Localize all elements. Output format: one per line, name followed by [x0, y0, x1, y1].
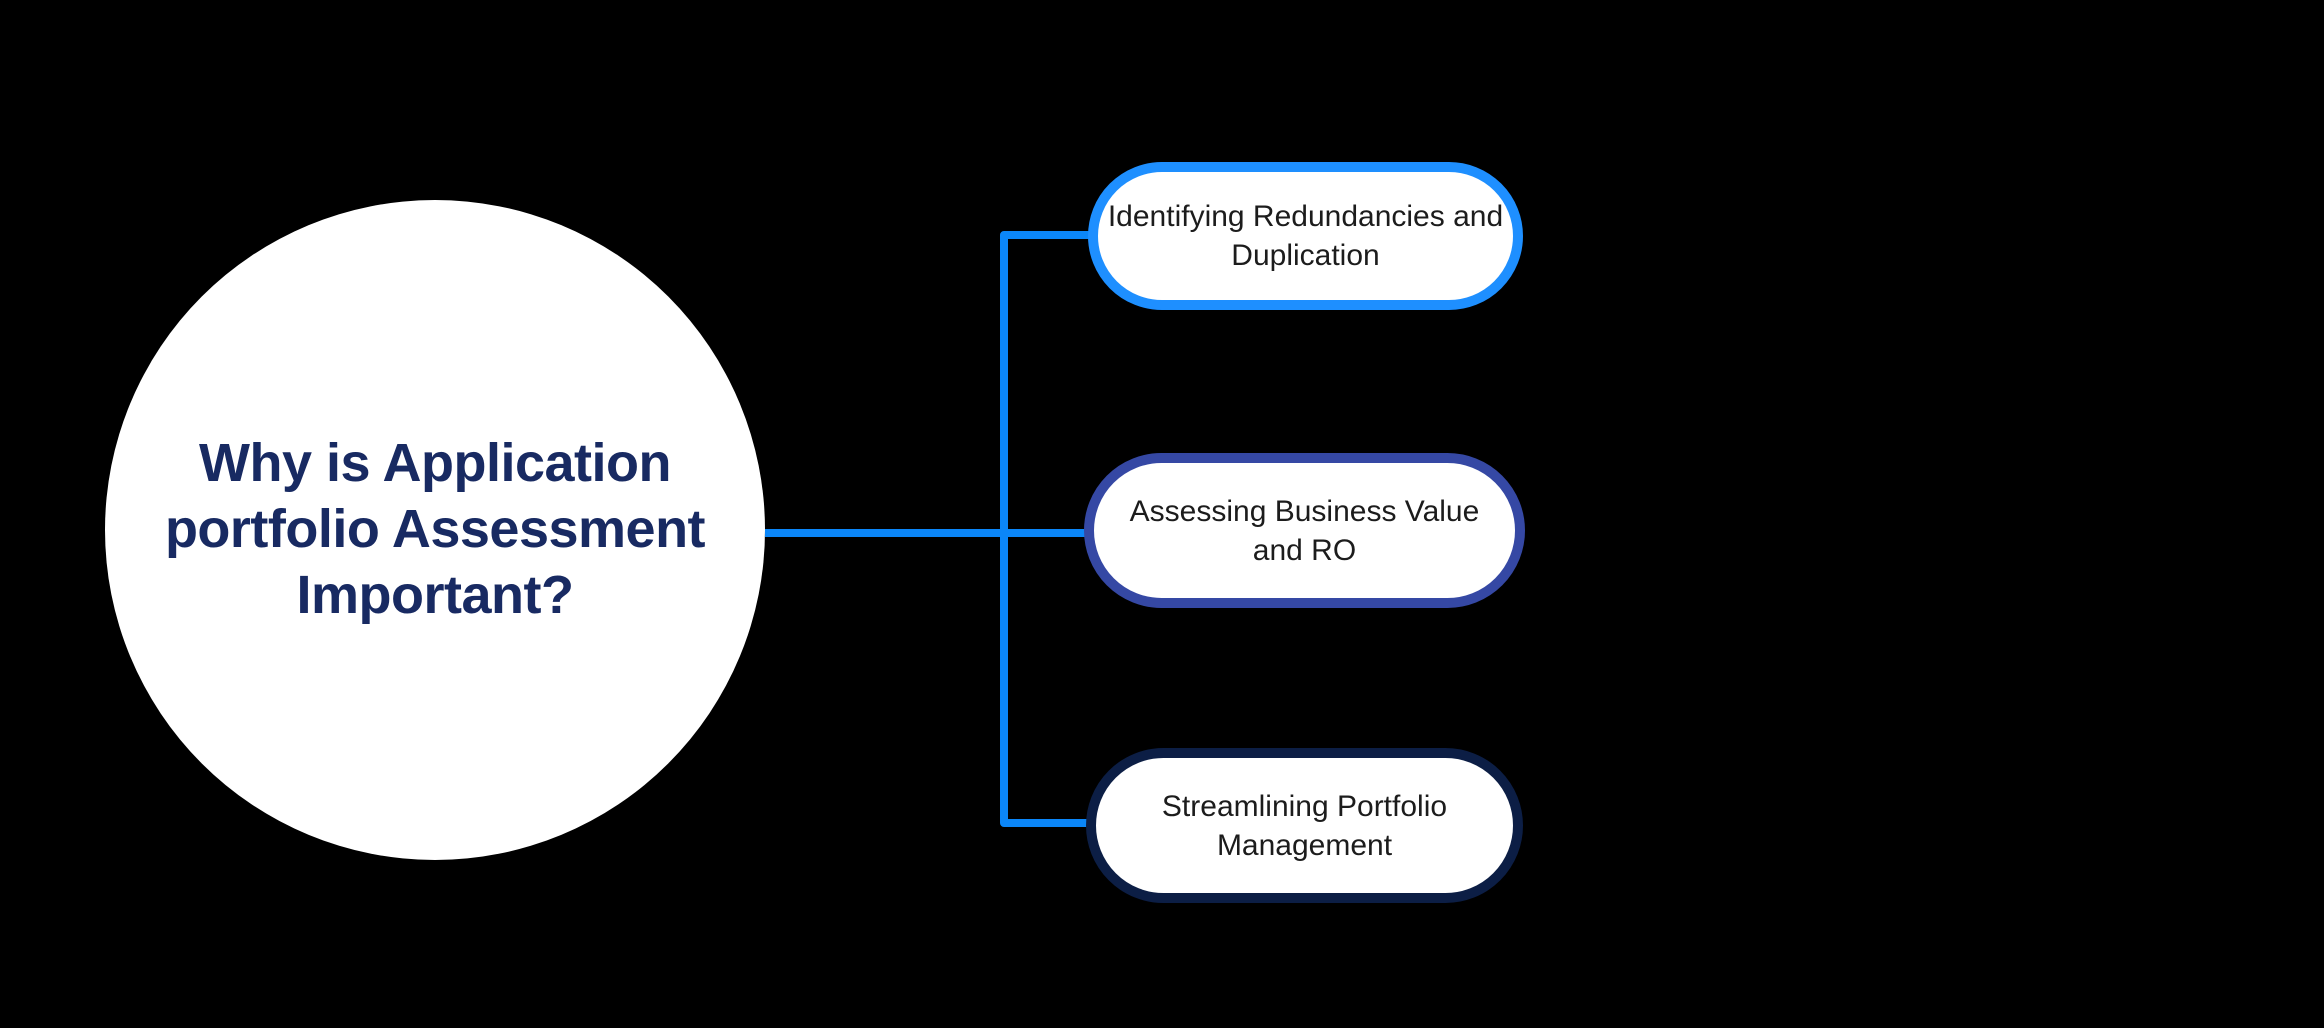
node-assessing-business-value-label: Assessing Business Value and RO — [1129, 494, 1480, 567]
node-assessing-business-value: Assessing Business Value and RO — [1084, 453, 1525, 608]
node-streamlining-portfolio: Streamlining Portfolio Management — [1086, 748, 1523, 903]
node-identifying-redundancies-label: Identifying Redundancies and Duplication — [1107, 200, 1504, 272]
connector-branch-line — [1000, 231, 1095, 827]
root-node-label: Why is Application portfolio Assessment … — [164, 433, 706, 625]
root-node: Why is Application portfolio Assessment … — [105, 200, 765, 860]
node-identifying-redundancies: Identifying Redundancies and Duplication — [1088, 162, 1523, 310]
node-streamlining-portfolio-label: Streamlining Portfolio Management — [1161, 789, 1448, 862]
